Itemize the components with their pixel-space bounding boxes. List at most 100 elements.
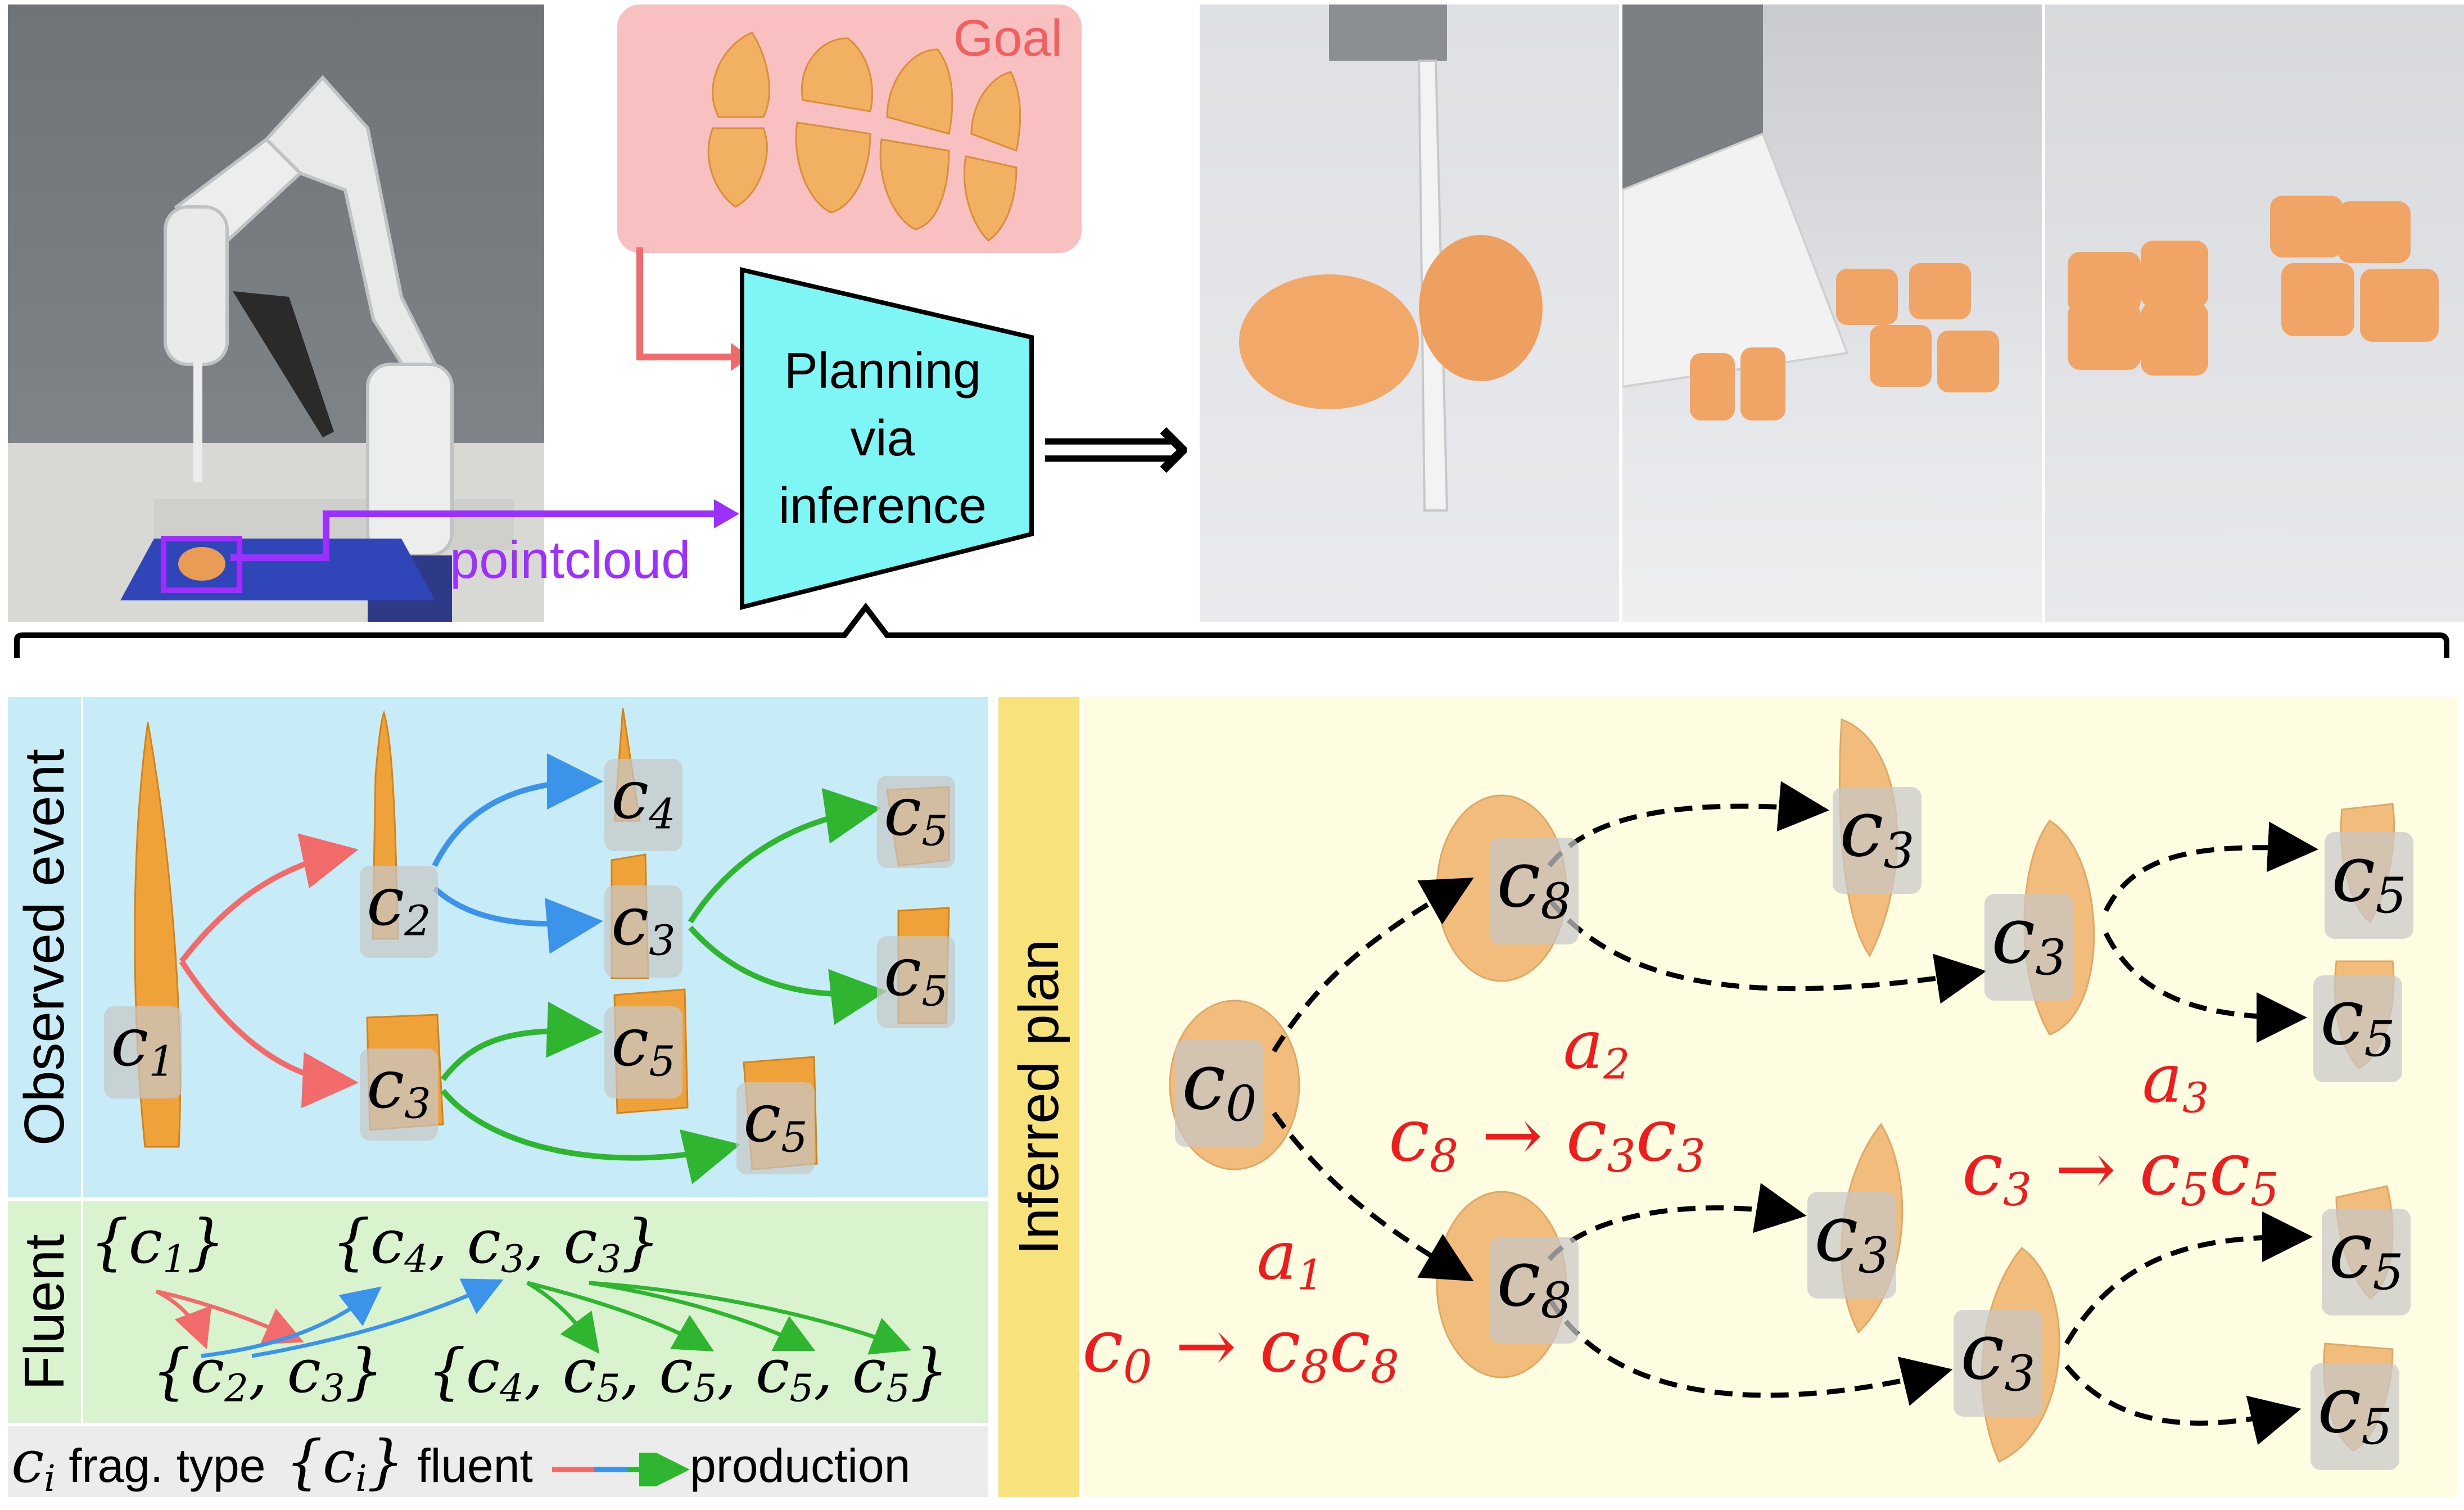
fluent-set-c4-c3-c3: {c4, c3, c3} [332, 1207, 661, 1281]
plan-node-n3d: c3 [1954, 1310, 2042, 1417]
arrow-c1-c3 [179, 960, 359, 1109]
legend-frag-symbol: ci [11, 1427, 56, 1500]
node-c5b: c5 [877, 776, 955, 868]
photo-cut-step-2 [1622, 4, 2042, 622]
pointcloud-label: pointcloud [450, 530, 691, 589]
plan-node-n3b: c3 [1807, 1192, 1896, 1299]
plan-node-n5c: c5 [2322, 1209, 2411, 1315]
fluent-arrow-c1-c3 [156, 1289, 304, 1345]
arrow-c3-c5c [688, 925, 887, 1025]
observed-fragments [134, 708, 950, 1170]
plan-arrow-n8a-n3a [1547, 781, 1829, 867]
planner-label: Planning via inference [742, 337, 1023, 540]
implies-arrow: ⟹ [1039, 385, 1192, 509]
node-c4: c4 [604, 759, 682, 851]
goal-box: Goal [617, 4, 1082, 253]
plan-arrow-n0-n8b [1272, 1111, 1474, 1282]
arrow-c3-c5b [688, 788, 881, 924]
rule-a3-action: a3 [2142, 1040, 2209, 1123]
plan-node-n3a: c3 [1833, 787, 1922, 894]
plan-arrow-n0-n8a [1272, 878, 1474, 1053]
goal-label: Goal [953, 10, 1063, 67]
arrow-c2-c3 [432, 886, 603, 954]
node-c2: c2 [360, 866, 438, 958]
plan-node-n5b: c5 [2313, 975, 2402, 1082]
observed-label-bar: Observed event [8, 697, 81, 1197]
fluent-arrow-c2-c4 [201, 1286, 382, 1358]
plan-arrows [1272, 781, 2318, 1445]
photo-cut-step-3-illustration [2068, 196, 2439, 376]
fluent-label-bar: Fluent [8, 1201, 81, 1423]
plan-node-n8a: c8 [1490, 838, 1579, 944]
rule-a1-production: c0 → c8c8 [1082, 1303, 1399, 1394]
node-c5a: c5 [604, 1006, 682, 1098]
planner-label-line-1: Planning [784, 343, 982, 399]
arrow-c1-c2 [179, 833, 359, 964]
legend-fluent-text: fluent [417, 1439, 533, 1492]
photo-cut-step-1 [1200, 4, 1619, 622]
goal-fragments-illustration [707, 31, 1021, 242]
curly-brace [14, 602, 2449, 658]
inferred-label-bar: Inferred plan [998, 697, 1079, 1497]
legend-panel [8, 1426, 988, 1497]
rule-a2-action: a2 [1563, 1006, 1630, 1089]
legend-fluent-symbol: {ci} [285, 1427, 404, 1500]
inferred-plan-panel [1083, 697, 2457, 1497]
rule-a3: a3 c3 → c5c5 [1962, 1046, 2389, 1227]
rule-a1-action: a1 [1256, 1217, 1324, 1300]
planner-label-line-2: via [850, 410, 915, 467]
plan-node-n5d: c5 [2311, 1363, 2399, 1470]
rule-a2-production: c8 → c3c3 [1389, 1092, 1706, 1183]
node-c3b: c3 [604, 885, 682, 978]
photo-cut-step-2-illustration [1622, 4, 1999, 421]
plan-arrow-n3c-n5b [2103, 932, 2307, 1043]
fluent-set-c4-c5: {c4, c5, c5, c5, c5} [427, 1336, 949, 1410]
legend: ci frag. type {ci} fluent production [11, 1431, 988, 1500]
node-c5d: c5 [736, 1082, 815, 1174]
robot-photo [8, 4, 544, 622]
plan-node-n3c: c3 [1984, 894, 2073, 1001]
observed-arrows [179, 753, 887, 1185]
observed-event-panel [83, 697, 988, 1197]
arrow-c3-c5a [441, 1001, 603, 1082]
arrow-c2-c4 [432, 753, 603, 867]
fluent-arrow-c3-c3 [251, 1278, 504, 1358]
fluent-arrow-c3-c5a [526, 1281, 600, 1354]
photo-cut-step-1-illustration [1239, 4, 1543, 512]
plan-arrow-n3d-n5c [2064, 1211, 2313, 1345]
inferred-label: Inferred plan [1007, 939, 1070, 1255]
fluent-set-c2-c3: {c2, c3} [152, 1336, 384, 1410]
robot-arm-illustration [8, 75, 544, 622]
plan-arrow-n8b-n3d [1547, 1297, 1953, 1406]
fluent-set-c1: {c1} [90, 1207, 225, 1281]
plan-arrow-n3d-n5d [2064, 1364, 2302, 1445]
rule-a3-production: c3 → c5c5 [1962, 1125, 2279, 1217]
fluent-arrow-c3-c5d [589, 1281, 912, 1355]
plan-arrow-n3c-n5a [2103, 821, 2318, 912]
photo-cut-step-3 [2045, 4, 2464, 622]
plan-arrow-n8b-n3b [1547, 1183, 1807, 1261]
arrow-c3-c5d [441, 1088, 741, 1185]
legend-frag-text: frag. type [69, 1439, 266, 1492]
plan-node-n0: c0 [1175, 1040, 1264, 1147]
plan-node-n8b: c8 [1490, 1237, 1579, 1344]
rule-a2: a2 c8 → c3c3 [1389, 1012, 1805, 1193]
plan-node-n5a: c5 [2325, 832, 2413, 939]
fluent-arrow-c3-c5b [527, 1281, 715, 1351]
planner-block [740, 266, 1034, 611]
fluent-label: Fluent [13, 1234, 76, 1390]
rule-a1: a1 c0 → c8c8 [1082, 1223, 1498, 1404]
pointcloud-arrow [230, 499, 739, 561]
plan-arrow-n8a-n3c [1547, 898, 1987, 1004]
legend-production-text: production [690, 1439, 911, 1492]
observed-label: Observed event [13, 749, 76, 1146]
observed-event-graph [134, 708, 950, 1185]
fluent-arrows [155, 1278, 912, 1358]
node-c1: c1 [104, 1006, 182, 1098]
legend-production-arrow [552, 1444, 690, 1495]
node-c5c: c5 [877, 936, 955, 1028]
node-c3a: c3 [360, 1048, 438, 1141]
fluent-arrow-c1-c2 [155, 1289, 212, 1350]
fluent-arrow-c3-c5c [589, 1281, 816, 1351]
planner-label-line-3: inference [778, 478, 987, 534]
